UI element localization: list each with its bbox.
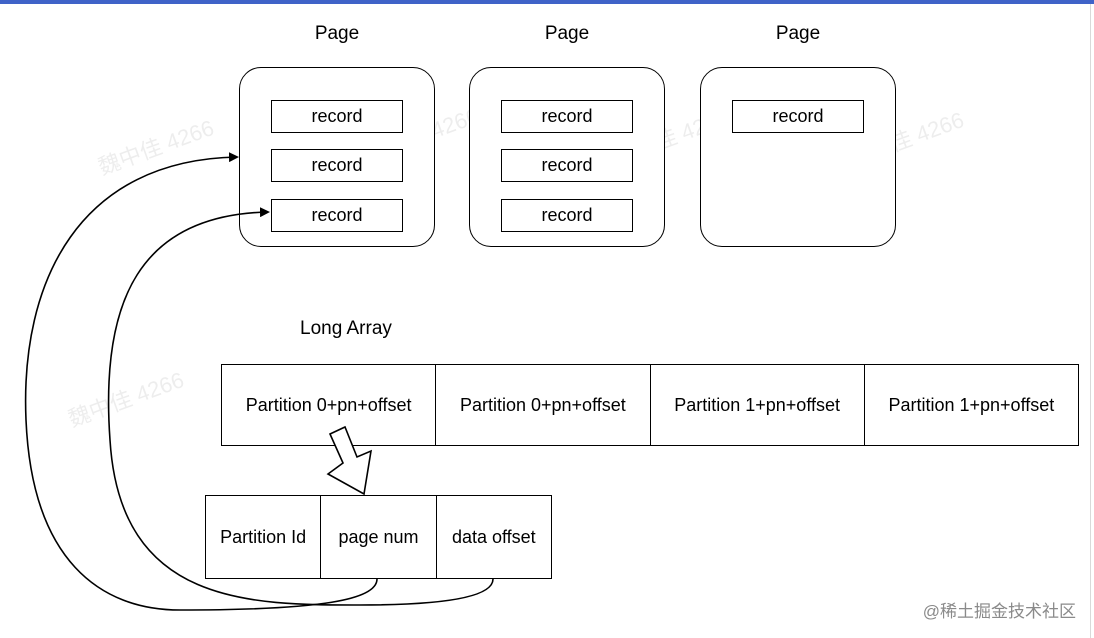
array-cell: Partition 0+pn+offset bbox=[222, 365, 437, 445]
struct-field-data-offset: data offset bbox=[451, 526, 536, 547]
array-cell: Partition 1+pn+offset bbox=[651, 365, 865, 445]
top-accent-bar bbox=[0, 0, 1094, 4]
record-box: record bbox=[271, 100, 403, 133]
struct-field-page-num: page num bbox=[321, 496, 437, 578]
array-cell: Partition 1+pn+offset bbox=[888, 394, 1055, 415]
pointer-struct: Partition Id page num data offset bbox=[205, 495, 552, 579]
long-array: Partition 0+pn+offset Partition 0+pn+off… bbox=[221, 364, 1079, 446]
record-box: record bbox=[501, 199, 633, 232]
brand-label: @稀土掘金技术社区 bbox=[922, 602, 1076, 621]
array-cell: Partition 0+pn+offset bbox=[436, 365, 651, 445]
long-array-label: Long Array bbox=[300, 318, 392, 339]
page-box: record record record bbox=[239, 67, 435, 247]
page-title: Page bbox=[775, 23, 821, 44]
page-title: Page bbox=[314, 23, 360, 44]
page-box: record record record bbox=[469, 67, 665, 247]
page-title: Page bbox=[544, 23, 590, 44]
record-box: record bbox=[501, 100, 633, 133]
struct-field-partition-id: Partition Id bbox=[206, 496, 322, 578]
record-box: record bbox=[271, 149, 403, 182]
page-box: record bbox=[700, 67, 896, 247]
record-box: record bbox=[271, 199, 403, 232]
expand-arrow-icon bbox=[326, 425, 373, 496]
right-edge-line bbox=[1090, 4, 1091, 638]
pointer-curve-offset bbox=[107, 207, 494, 606]
record-box: record bbox=[732, 100, 864, 133]
record-box: record bbox=[501, 149, 633, 182]
pointer-curve-page bbox=[24, 152, 378, 611]
